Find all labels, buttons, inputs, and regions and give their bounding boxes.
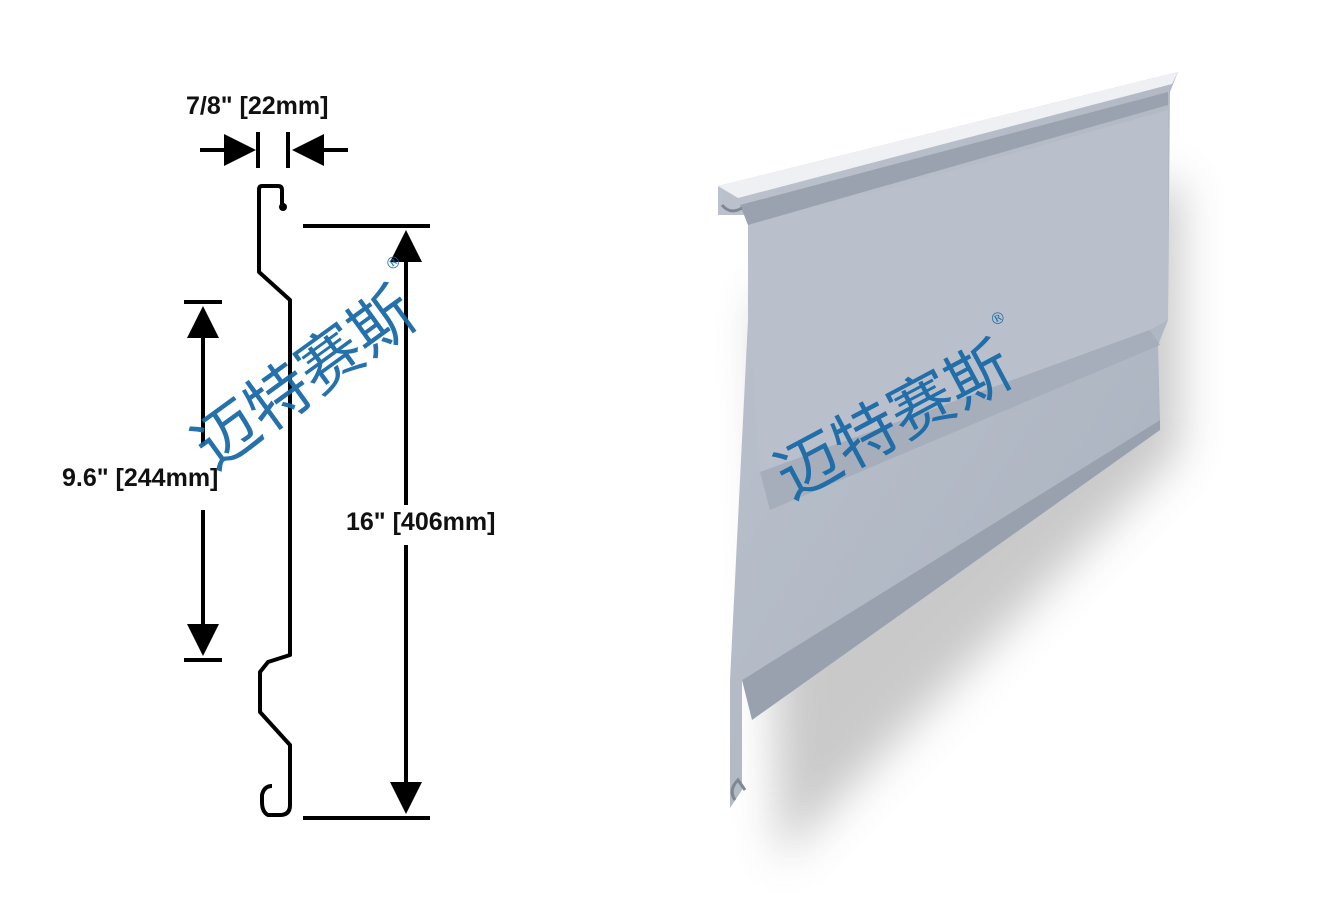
width-label: 7/8" [22mm] [186,92,329,120]
rib-spacing-label: 9.6" [244mm] [62,464,219,492]
panel-render [718,72,1180,860]
coverage-dimension [303,224,430,820]
coverage-label: 16" [406mm] [346,508,496,536]
panel-profile [257,184,292,817]
width-dimension [200,132,348,168]
rib-spacing-dimension [184,300,222,662]
